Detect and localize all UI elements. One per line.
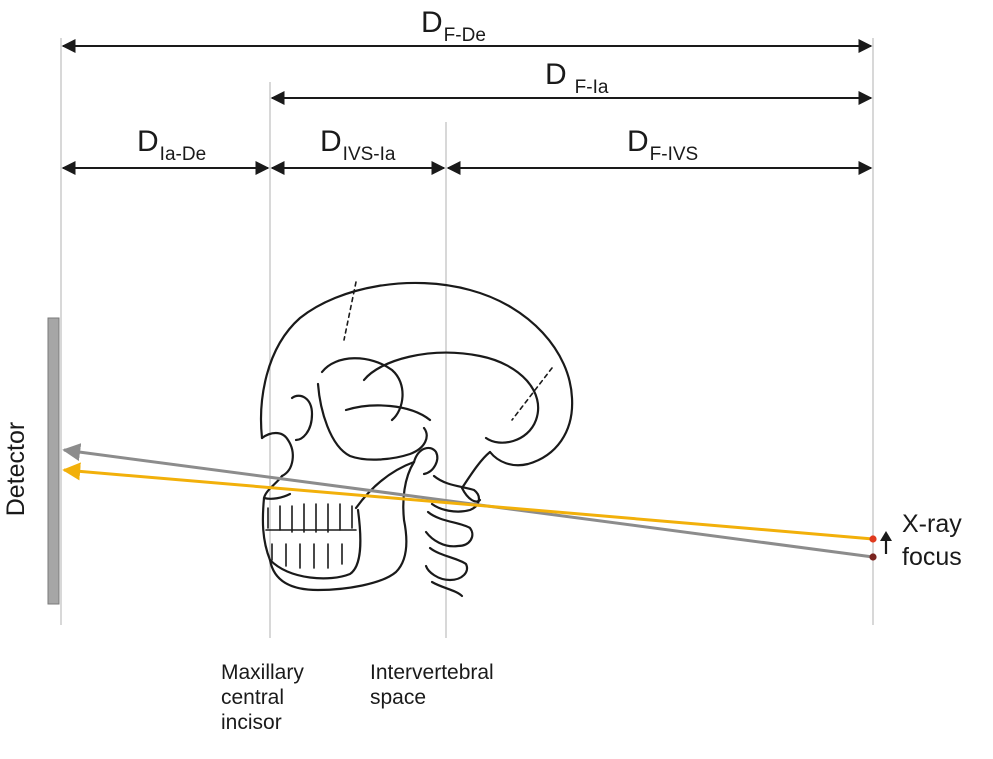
dimension-symbol: D (627, 125, 649, 158)
dimension-symbol: D (545, 58, 567, 91)
original-focus-dot (869, 553, 877, 561)
dimension-label-f-ivs: DF-IVS (627, 125, 698, 166)
dimension-subscript: F-IVS (649, 144, 699, 165)
reference-lines (60, 38, 874, 638)
dimension-arrows (61, 39, 873, 175)
dimension-label-ia-de: DIa-De (137, 125, 206, 166)
dimension-label-f-ia: D F-Ia (545, 58, 608, 99)
incisor-label: Maxillary central incisor (221, 661, 304, 734)
yellow-shifted-ray (62, 462, 874, 541)
skull-icon (259, 281, 574, 598)
dimension-subscript: F-De (443, 25, 486, 46)
arrow-up-icon (880, 531, 892, 554)
dimension-symbol: D (137, 125, 159, 158)
dimension-subscript: F-Ia (574, 77, 609, 98)
intervertebral-space-label: Intervertebral space (370, 661, 494, 709)
detector-plate (47, 317, 60, 605)
xray-focus-label: X-ray focus (902, 510, 962, 571)
shifted-focus-dot (869, 535, 877, 543)
dimension-symbol: D (421, 6, 443, 39)
detector-label: Detector (2, 421, 30, 517)
dimension-symbol: D (320, 125, 342, 158)
dimension-subscript: Ia-De (159, 144, 207, 165)
dimension-label-f-de: DF-De (421, 6, 486, 47)
dimension-subscript: IVS-Ia (342, 144, 396, 165)
dimension-label-ivs-ia: DIVS-Ia (320, 125, 395, 166)
